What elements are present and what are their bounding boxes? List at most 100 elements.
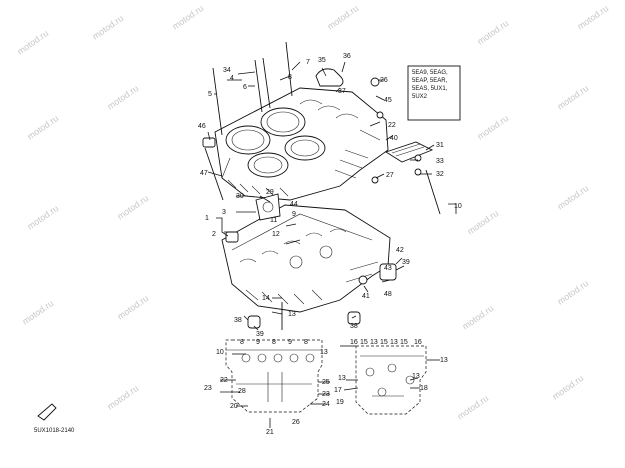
callout-19: 19 bbox=[336, 399, 344, 406]
callout-8: 8 bbox=[288, 74, 292, 81]
watermark: motod.ru bbox=[465, 208, 500, 237]
watermark: motod.ru bbox=[555, 83, 590, 112]
watermark: motod.ru bbox=[105, 383, 140, 412]
model-note-line: 5UX2 bbox=[412, 94, 428, 100]
leader-lines bbox=[207, 61, 457, 428]
callout-45: 45 bbox=[384, 97, 392, 104]
model-note-line: 5EAS, 5UX1, bbox=[412, 86, 448, 92]
callout-5: 5 bbox=[208, 91, 212, 98]
watermark: motod.ru bbox=[555, 278, 590, 307]
callout-13e: 13 bbox=[440, 357, 448, 364]
callout-26b: 26 bbox=[292, 419, 300, 426]
model-note-line: 5EAP, 5EAR, bbox=[412, 78, 448, 84]
callout-9: 9 bbox=[292, 211, 296, 218]
callout-39: 39 bbox=[402, 259, 410, 266]
callout-2: 2 bbox=[212, 231, 216, 238]
crankcase-bottom-outline bbox=[355, 345, 427, 415]
watermark: motod.ru bbox=[325, 3, 360, 32]
callout-26: 26 bbox=[380, 77, 388, 84]
callout-18: 18 bbox=[420, 385, 428, 392]
callout-32: 32 bbox=[436, 171, 444, 178]
callout-12: 12 bbox=[272, 231, 280, 238]
callout-4: 4 bbox=[230, 75, 234, 82]
callout-15: 15 bbox=[360, 339, 368, 346]
callout-47: 47 bbox=[200, 170, 208, 177]
callout-42: 42 bbox=[396, 247, 404, 254]
callout-34: 34 bbox=[223, 67, 231, 74]
upper-crankcase bbox=[214, 87, 389, 201]
watermark: motod.ru bbox=[115, 293, 150, 322]
lower-crankcase bbox=[221, 204, 391, 313]
callout-20: 20 bbox=[230, 403, 238, 410]
callout-37: 37 bbox=[338, 88, 346, 95]
callout-15b: 15 bbox=[380, 339, 388, 346]
callout-16: 16 bbox=[350, 339, 358, 346]
callout-46: 46 bbox=[198, 123, 206, 130]
callout-13f: 13 bbox=[338, 375, 346, 382]
callout-22b: 22 bbox=[220, 377, 228, 384]
callout-23b: 23 bbox=[322, 391, 330, 398]
callout-17: 17 bbox=[334, 387, 342, 394]
callout-23: 23 bbox=[204, 385, 212, 392]
callout-39b: 39 bbox=[256, 331, 264, 338]
callout-15c: 15 bbox=[400, 339, 408, 346]
watermark: motod.ru bbox=[115, 193, 150, 222]
callout-43: 43 bbox=[384, 265, 392, 272]
callout-33: 33 bbox=[436, 158, 444, 165]
callout-21: 21 bbox=[266, 429, 274, 436]
watermark: motod.ru bbox=[550, 373, 585, 402]
oil-pan-outline bbox=[225, 339, 323, 413]
callout-16b: 16 bbox=[414, 339, 422, 346]
callout-28: 28 bbox=[238, 388, 246, 395]
callout-38b: 38 bbox=[350, 323, 358, 330]
callout-13: 13 bbox=[288, 311, 296, 318]
watermark: motod.ru bbox=[15, 28, 50, 57]
watermark: motod.ru bbox=[475, 18, 510, 47]
callout-48: 48 bbox=[384, 291, 392, 298]
watermark: motod.ru bbox=[475, 113, 510, 142]
callout-9c: 9 bbox=[288, 339, 292, 346]
callout-41: 41 bbox=[362, 293, 370, 300]
callout-7: 7 bbox=[306, 59, 310, 66]
callout-35: 35 bbox=[318, 57, 326, 64]
callout-22: 22 bbox=[388, 122, 396, 129]
callout-6: 6 bbox=[243, 84, 247, 91]
callout-labels: 34 4 6 5 8 7 35 36 37 26 45 22 40 31 33 … bbox=[198, 53, 462, 436]
callout-13c: 13 bbox=[370, 339, 378, 346]
callout-10: 10 bbox=[454, 203, 462, 210]
watermark: motod.ru bbox=[20, 298, 55, 327]
diagram-code: 5UX1018-2140 bbox=[34, 428, 75, 434]
callout-36: 36 bbox=[343, 53, 351, 60]
watermark: motod.ru bbox=[25, 203, 60, 232]
callout-29: 29 bbox=[266, 189, 274, 196]
model-note: 5EA9, 5EAG, 5EAP, 5EAR, 5EAS, 5UX1, 5UX2 bbox=[407, 65, 461, 121]
callout-8c: 8 bbox=[272, 339, 276, 346]
watermark: motod.ru bbox=[25, 113, 60, 142]
watermark: motod.ru bbox=[90, 13, 125, 42]
callout-38: 38 bbox=[234, 317, 242, 324]
callout-10b: 10 bbox=[216, 349, 224, 356]
callout-25: 25 bbox=[322, 379, 330, 386]
callout-14: 14 bbox=[262, 295, 270, 302]
callout-13b: 13 bbox=[320, 349, 328, 356]
watermark: motod.ru bbox=[170, 3, 205, 32]
callout-9b: 9 bbox=[256, 339, 260, 346]
small-parts bbox=[37, 68, 441, 421]
callout-30: 30 bbox=[236, 193, 244, 200]
callout-8b: 8 bbox=[240, 339, 244, 346]
callout-13d: 13 bbox=[390, 339, 398, 346]
watermark: motod.ru bbox=[555, 183, 590, 212]
watermark: motod.ru bbox=[460, 303, 495, 332]
callout-1: 1 bbox=[205, 215, 209, 222]
callout-11: 11 bbox=[270, 217, 277, 224]
watermark: motod.ru bbox=[105, 83, 140, 112]
callout-3: 3 bbox=[222, 209, 226, 216]
callout-31: 31 bbox=[436, 142, 444, 149]
callout-24: 24 bbox=[322, 401, 330, 408]
callout-44: 44 bbox=[290, 201, 298, 208]
watermark: motod.ru bbox=[455, 393, 490, 422]
model-note-line: 5EA9, 5EAG, bbox=[412, 70, 448, 76]
watermark: motod.ru bbox=[575, 3, 610, 32]
callout-8d: 8 bbox=[304, 339, 308, 346]
